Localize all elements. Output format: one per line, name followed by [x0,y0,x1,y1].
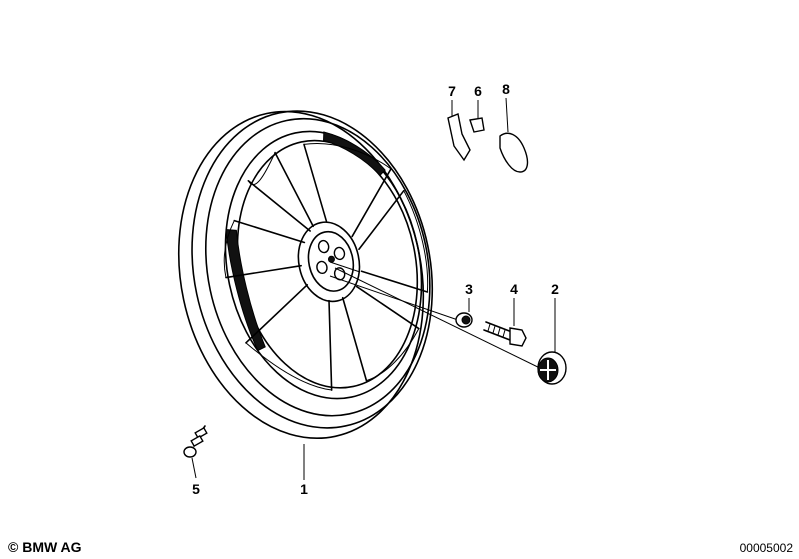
callout-3: 3 [465,281,473,297]
callout-8: 8 [502,81,510,97]
callout-1: 1 [300,481,308,497]
callout-6: 6 [474,83,482,99]
sleeve [455,312,473,328]
balance-weight-8 [499,132,529,173]
balance-weight-7 [447,113,471,162]
assembly-line-2 [329,261,459,321]
assembly-line [334,267,549,373]
diagram-number: 00005002 [739,541,793,555]
cast-wheel [177,110,434,440]
callout-5: 5 [192,481,200,497]
callout-4: 4 [510,281,518,297]
balance-weight-6 [469,117,485,133]
valve [183,425,208,458]
bolt [483,321,527,347]
leader-lines [191,97,556,480]
callout-7: 7 [448,83,456,99]
copyright-label: © BMW AG [8,539,82,555]
hub-cap [537,351,567,385]
callout-2: 2 [551,281,559,297]
